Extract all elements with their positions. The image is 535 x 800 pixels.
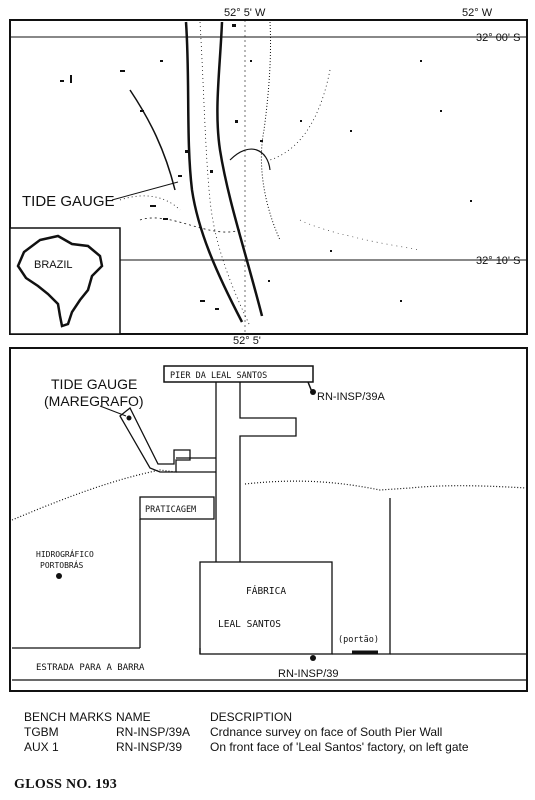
lon-label-top-1: 52° 5' W: [224, 7, 266, 19]
tide-gauge-leader: [99, 405, 127, 417]
lat-label-1: 32° 00' S: [476, 32, 520, 44]
coastline-west: [11, 469, 176, 521]
legend-header-name: NAME: [116, 710, 151, 724]
legend-cell-description: On front face of 'Leal Santos' factory, …: [210, 740, 469, 754]
hidrografico-marker: [56, 573, 62, 579]
pier-label: PIER DA LEAL SANTOS: [170, 371, 267, 381]
hidrografico-label-line1: HIDROGRÁFICO: [36, 548, 94, 559]
tide-gauge-label-line2: (MAREGRAFO): [44, 393, 144, 409]
tide-gauge-jetty: [119, 406, 191, 473]
gloss-number: GLOSS NO. 193: [14, 777, 118, 792]
legend-header-bench-marks: BENCH MARKS: [24, 710, 113, 724]
rn-39a-marker: [310, 389, 316, 395]
chart-speckles: [60, 24, 472, 310]
pier-box: [163, 365, 314, 383]
rn-39-marker: [310, 655, 316, 661]
jetty-connector: [176, 457, 216, 473]
legend-cell-description: Crdnance survey on face of South Pier Wa…: [210, 725, 443, 739]
estrada-label: ESTRADA PARA A BARRA: [36, 663, 145, 673]
brazil-label: BRAZIL: [34, 259, 73, 271]
lat-label-2: 32° 10' S: [476, 255, 520, 267]
rn-39-label: RN-INSP/39: [278, 668, 339, 680]
tide-gauge-label-line1: TIDE GAUGE: [51, 376, 137, 392]
legend-cell-benchmark: AUX 1: [24, 740, 59, 754]
lon-label-bottom: 52° 5': [233, 335, 261, 347]
factory-box: [199, 561, 333, 655]
factory-yard: [332, 498, 391, 655]
legend-cell-name: RN-INSP/39A: [116, 725, 191, 739]
legend-cell-name: RN-INSP/39: [116, 740, 183, 754]
legend-header-row: BENCH MARKS NAME DESCRIPTION: [24, 710, 524, 725]
tide-gauge-label: TIDE GAUGE: [22, 193, 115, 210]
praticagem-box: [139, 496, 215, 520]
rn-39a-label: RN-INSP/39A: [317, 391, 386, 403]
coastline-east: [244, 480, 528, 491]
lon-label-top-2: 52° W: [462, 7, 493, 19]
brazil-outline: [16, 234, 104, 328]
praticagem-label: PRATICAGEM: [145, 505, 196, 515]
channel-lines: [119, 21, 421, 327]
bottom-map-frame: [9, 347, 528, 692]
road-north-edge: [12, 647, 201, 654]
factory-label-line2: LEAL SANTOS: [218, 619, 281, 630]
top-map-frame: [9, 19, 528, 335]
benchmark-legend: BENCH MARKS NAME DESCRIPTION TGBM RN-INS…: [24, 710, 524, 755]
tide-gauge-marker: [126, 415, 132, 421]
pier-structure: [215, 382, 297, 565]
factory-label-line1: FÁBRICA: [246, 585, 286, 597]
legend-row: AUX 1 RN-INSP/39 On front face of 'Leal …: [24, 740, 524, 755]
hidrografico-label-line2: PORTOBRÁS: [40, 559, 84, 570]
tide-gauge-pointer: [111, 181, 179, 201]
legend-row: TGBM RN-INSP/39A Crdnance survey on face…: [24, 725, 524, 740]
legend-header-description: DESCRIPTION: [210, 710, 293, 724]
legend-cell-benchmark: TGBM: [24, 725, 59, 739]
portao-label: (portão): [338, 635, 379, 645]
